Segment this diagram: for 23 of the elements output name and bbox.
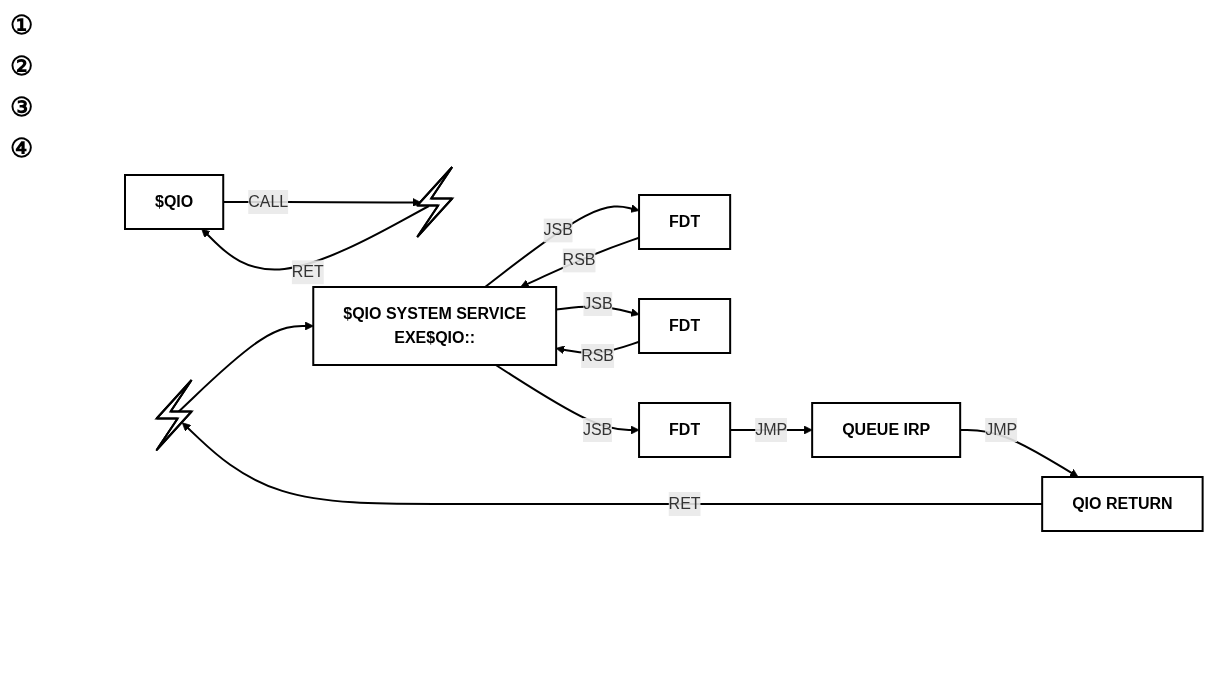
node-box: $QIO SYSTEM SERVICE EXE$QIO:: — [312, 286, 558, 366]
callout-number: ② — [10, 51, 34, 82]
node-box: QUEUE IRP — [811, 402, 962, 458]
node-box: FDT — [638, 298, 732, 354]
edge-label: RSB — [581, 347, 615, 364]
callout-number: ④ — [10, 133, 34, 164]
arrow — [484, 204, 640, 288]
callout-number: ③ — [10, 92, 34, 123]
node-box: FDT — [638, 402, 732, 458]
edge-label: JMP — [985, 421, 1018, 438]
edge-label: JMP — [755, 421, 788, 438]
node-box: QIO RETURN — [1041, 476, 1204, 532]
edge-label: JSB — [543, 221, 574, 239]
edge-label: RET — [291, 263, 324, 281]
edge-label: RSB — [562, 251, 596, 269]
arrow — [201, 205, 431, 271]
edge-label: JSB — [583, 421, 613, 438]
edge-label: RET — [668, 495, 701, 512]
node-box: FDT — [638, 194, 732, 250]
edge-label: JSB — [583, 295, 613, 313]
node-box: $QIO — [124, 174, 225, 230]
edge-label: CALL — [248, 193, 289, 210]
callout-number: ① — [10, 10, 34, 41]
